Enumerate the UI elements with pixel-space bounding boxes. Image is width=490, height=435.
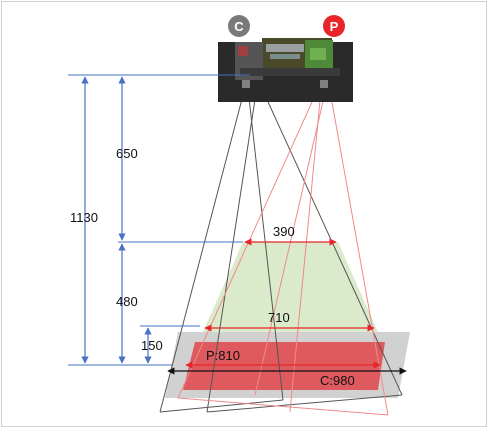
small-height-label: 150 [141,338,163,353]
total-height-label: 1130 [70,210,98,225]
projector-badge-label: P [330,19,339,34]
top-width-label: 390 [273,224,295,239]
camera-badge-label: C [234,19,244,34]
mid-width-label: 710 [268,310,290,325]
lower-height-label: 480 [116,294,138,309]
green-projection-area [203,242,378,332]
camera-frustum [159,79,403,413]
diagram-border [1,1,487,427]
projector-badge: P [323,15,345,37]
device-housing [218,38,353,102]
camera-width-label: C:980 [320,373,355,388]
projector-width-label: P:810 [206,348,240,363]
projector-frustum [177,79,389,416]
reference-lines [68,74,250,366]
camera-lens [238,46,248,56]
upper-height-label: 650 [116,146,138,161]
camera-badge: C [228,15,250,37]
